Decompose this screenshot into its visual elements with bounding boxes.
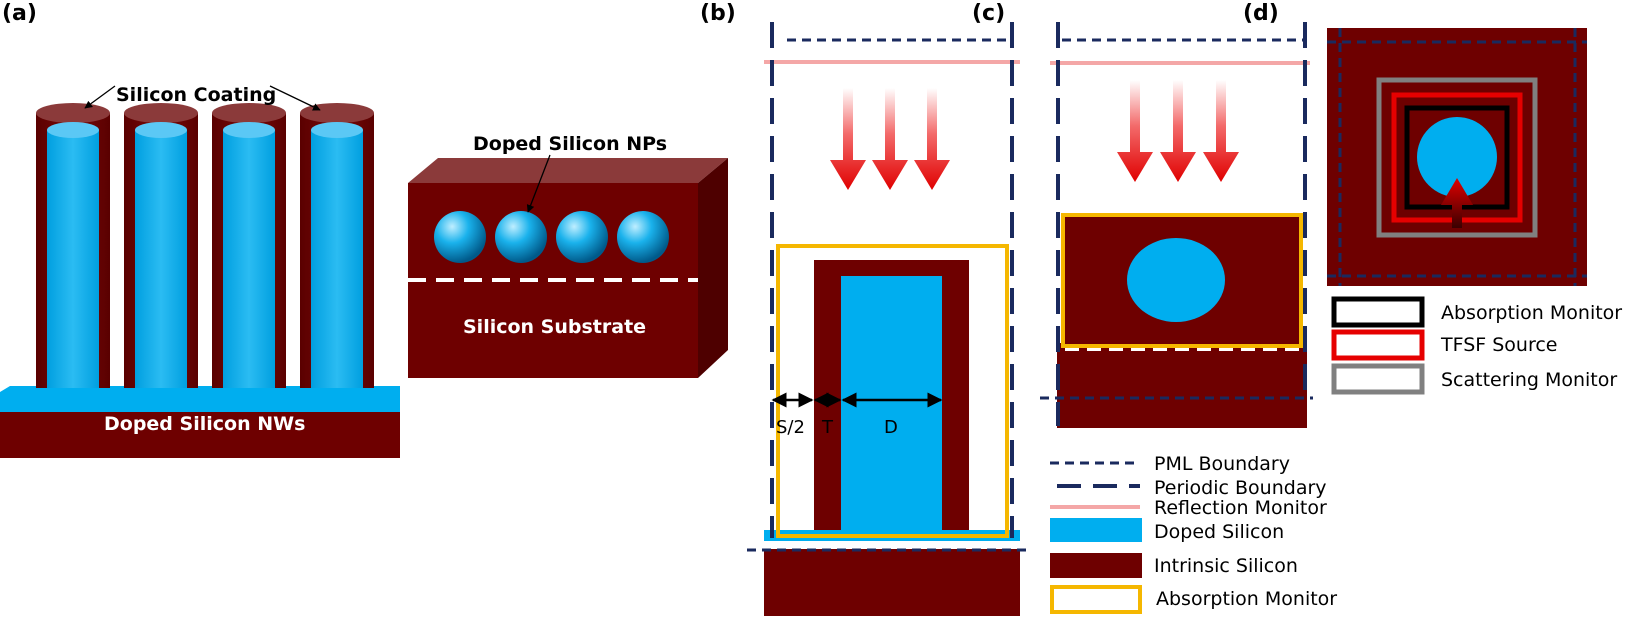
c-substrate [1057, 343, 1307, 428]
panel-a-nanoparticles: Doped Silicon NPs Silicon Substrate [408, 133, 728, 378]
legend-d-scattering-label: Scattering Monitor [1441, 369, 1617, 391]
legend-reflection-label: Reflection Monitor [1154, 497, 1327, 519]
panel-b-cross-section: S/2 T D [747, 22, 1032, 616]
coating-pointer-left [84, 85, 116, 109]
panel-label-a: (a) [2, 1, 37, 26]
legend-d: Absorption Monitor TFSF Source Scatterin… [1331, 296, 1622, 395]
nanoparticle-3 [556, 211, 608, 263]
legend-periodic-label: Periodic Boundary [1154, 477, 1327, 499]
legend-d-absorption-swatch [1331, 296, 1425, 328]
coating-pointer-right [269, 85, 321, 111]
c-source-arrow-1 [1117, 80, 1153, 182]
legend-absorption-swatch [1050, 585, 1142, 614]
substrate-label-a: Silicon Substrate [122, 455, 305, 477]
b-source-arrow-2 [872, 88, 908, 190]
doped-nw-label: Doped Silicon NWs [104, 413, 305, 435]
substrate-label-a2: Silicon Substrate [463, 316, 646, 338]
legend-doped-swatch [1050, 518, 1142, 542]
dim-t-label: T [821, 417, 834, 438]
nanowire-2 [124, 103, 198, 388]
c-source-arrow-2 [1160, 80, 1196, 182]
legend-d-tfsf-swatch [1331, 329, 1425, 361]
legend-bc: PML Boundary Periodic Boundary Reflectio… [1050, 453, 1337, 614]
np-block-top [408, 158, 728, 183]
panel-label-d: (d) [1243, 1, 1279, 26]
c-nanoparticle [1127, 238, 1225, 322]
panel-label-b: (b) [700, 1, 736, 26]
np-block-side [698, 158, 728, 378]
dim-d-label: D [884, 417, 898, 438]
legend-intrinsic-label: Intrinsic Silicon [1154, 555, 1298, 577]
nanowire-4 [300, 103, 374, 388]
c-absorption-monitor [1061, 213, 1303, 348]
legend-intrinsic-swatch [1050, 553, 1142, 578]
panel-a-nanowires: Silicon Coating Doped Silicon NWs Silico… [0, 84, 400, 477]
b-nanowire-core [841, 276, 942, 530]
doped-np-label: Doped Silicon NPs [473, 133, 667, 155]
d-nanoparticle [1417, 117, 1497, 197]
nanoparticle-1 [434, 211, 486, 263]
nanoparticle-4 [617, 211, 669, 263]
b-source-arrow-1 [830, 88, 866, 190]
doped-layer-front [0, 392, 400, 412]
d-source-arrow [1441, 178, 1473, 228]
legend-doped-label: Doped Silicon [1154, 521, 1284, 543]
np-pointer [526, 154, 551, 213]
legend-pml-label: PML Boundary [1154, 453, 1290, 475]
substrate-front [0, 410, 400, 458]
panel-label-c: (c) [972, 1, 1005, 26]
b-substrate [764, 549, 1020, 616]
nanoparticle-2 [495, 211, 547, 263]
panel-d-top-view [1327, 28, 1587, 286]
nanowire-1 [36, 103, 110, 388]
legend-d-absorption-label: Absorption Monitor [1441, 302, 1622, 324]
d-scattering-monitor [1376, 77, 1538, 238]
legend-absorption-label: Absorption Monitor [1156, 588, 1337, 610]
b-absorption-monitor [776, 244, 1009, 538]
nanowire-3 [212, 103, 286, 388]
legend-d-scattering-swatch [1331, 363, 1425, 395]
dim-s2-label: S/2 [776, 417, 805, 438]
b-source-arrow-3 [914, 88, 950, 190]
silicon-coating-label: Silicon Coating [116, 84, 276, 106]
c-source-arrow-3 [1203, 80, 1239, 182]
panel-c-cross-section [1040, 22, 1313, 428]
legend-d-tfsf-label: TFSF Source [1440, 334, 1558, 356]
